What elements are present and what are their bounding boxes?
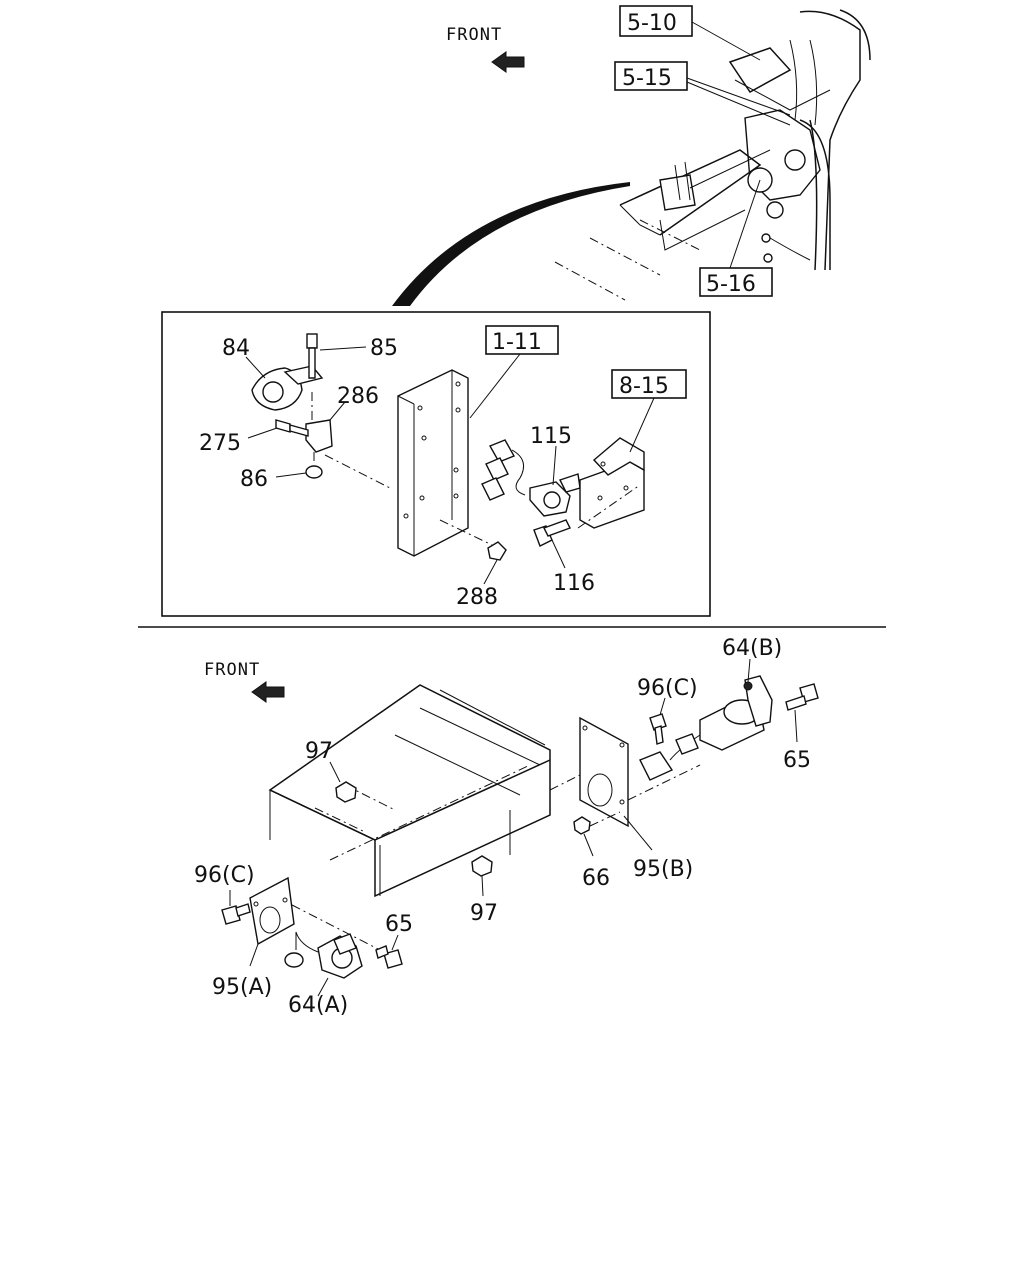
- part-label-115: 115: [530, 424, 572, 449]
- part-label-64a: 64(A): [288, 993, 348, 1018]
- ref-label-5-15: 5-15: [622, 66, 672, 91]
- ref-box-5-15: 5-15: [614, 61, 791, 126]
- nut-97-bottom: [471, 855, 493, 877]
- part-label-275: 275: [199, 431, 241, 456]
- bolt-96c-left: [221, 905, 241, 925]
- plate-95a: [249, 876, 295, 967]
- frame-rail: [268, 684, 581, 898]
- ref-label-1-11: 1-11: [492, 330, 542, 355]
- nut-97-top: [335, 781, 357, 803]
- switch-64a: [284, 904, 381, 997]
- part-label-84: 84: [222, 336, 250, 361]
- ref-label-8-15: 8-15: [619, 374, 669, 399]
- ref-label-5-16: 5-16: [706, 272, 756, 297]
- ref-box-5-10: 5-10: [619, 5, 761, 61]
- zoom-callout-curve: [392, 182, 630, 306]
- part-label-96c-right: 96(C): [637, 676, 698, 701]
- part-label-286: 286: [337, 384, 379, 409]
- ref-box-5-16: 5-16: [699, 179, 773, 297]
- part-label-85: 85: [370, 336, 398, 361]
- part-label-97-top: 97: [305, 739, 333, 764]
- part-label-97-bottom: 97: [470, 901, 498, 926]
- part-label-65-left: 65: [385, 912, 413, 937]
- plate-95b: [579, 716, 653, 851]
- part-label-65-right: 65: [783, 748, 811, 773]
- part-label-288: 288: [456, 585, 498, 610]
- part-label-95b: 95(B): [633, 857, 693, 882]
- bolt-96c-right: [649, 713, 667, 731]
- bottom-assembly: FRONT: [194, 636, 819, 1018]
- top-assembly: FRONT: [161, 5, 871, 617]
- ref-label-5-10: 5-10: [627, 11, 677, 36]
- switch-64b: [627, 658, 773, 801]
- part-label-64b: 64(B): [722, 636, 782, 661]
- part-label-66: 66: [582, 866, 610, 891]
- front-arrow-bottom-icon: [251, 681, 285, 703]
- part-label-86: 86: [240, 467, 268, 492]
- part-label-116: 116: [553, 571, 595, 596]
- front-label-top: FRONT: [446, 25, 502, 45]
- detail-inset-parts: 1-11 8-15: [245, 325, 687, 585]
- chassis-overview: [554, 9, 871, 301]
- part-label-95a: 95(A): [212, 975, 272, 1000]
- nut-66: [573, 816, 591, 835]
- front-arrow-top-icon: [491, 51, 525, 73]
- part-label-96c-left: 96(C): [194, 863, 255, 888]
- front-label-bottom: FRONT: [204, 660, 260, 680]
